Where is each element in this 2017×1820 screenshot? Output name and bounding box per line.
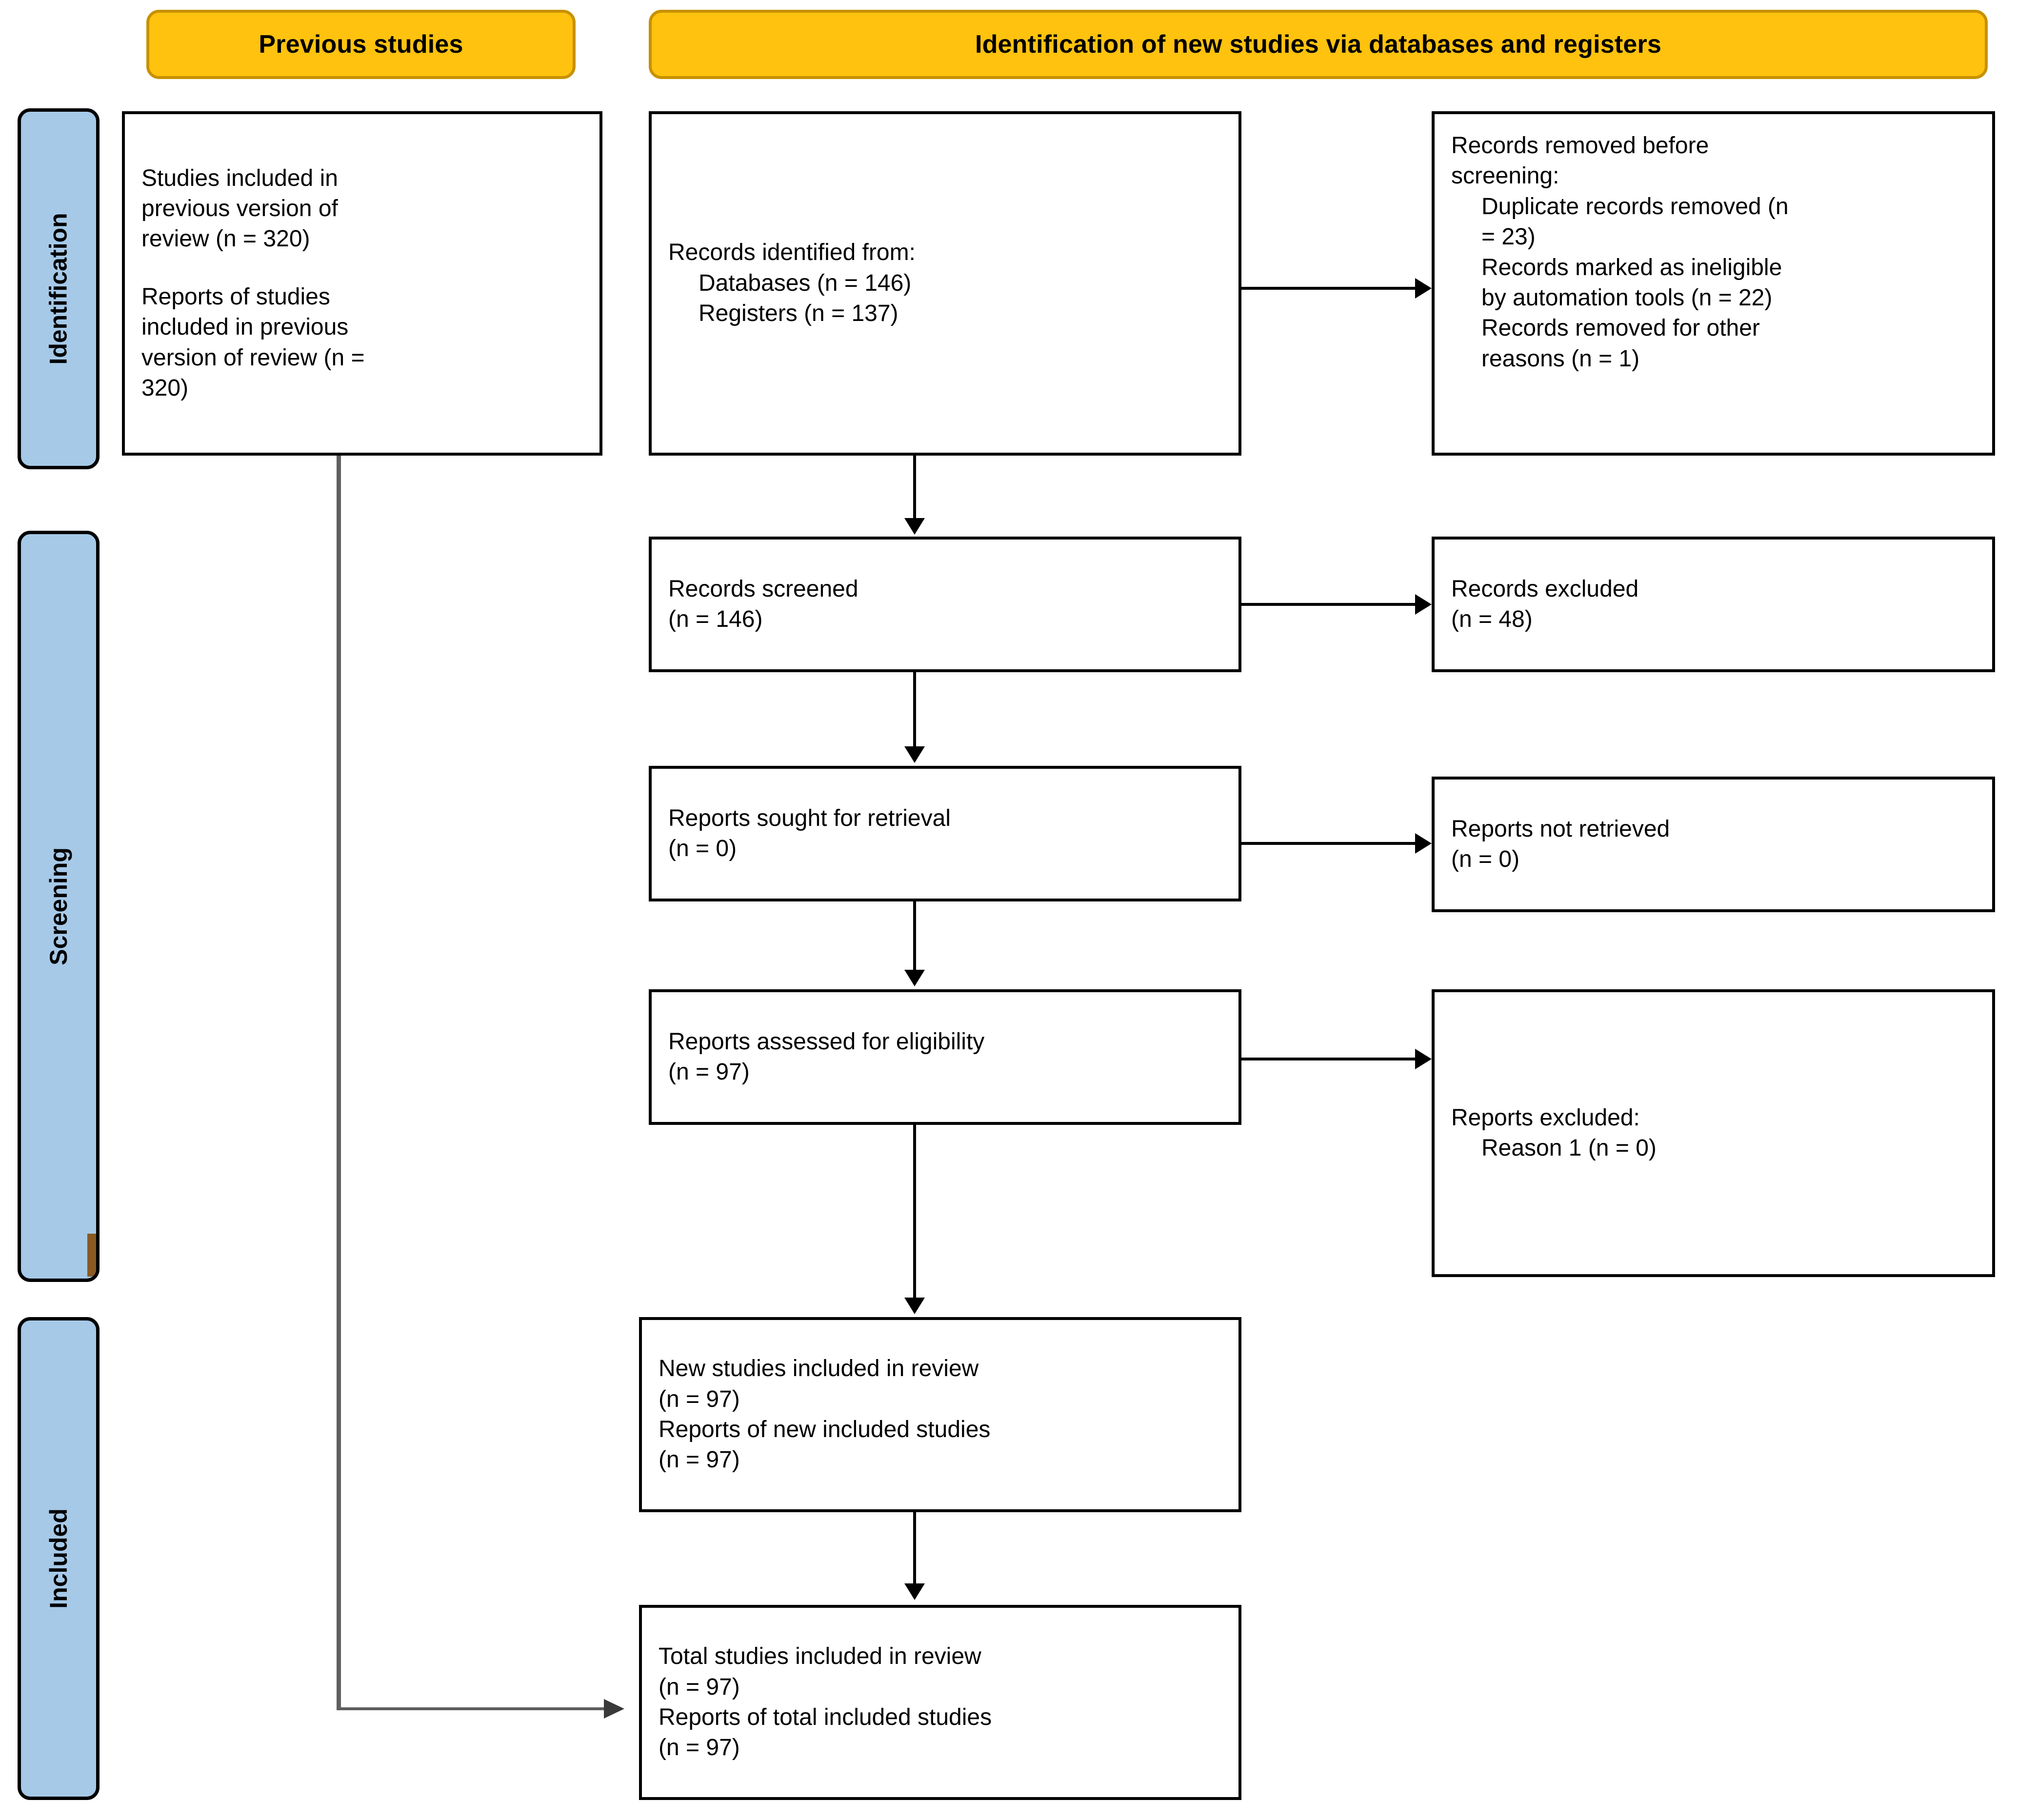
reports-sought-label: Reports sought for retrieval [668, 805, 951, 831]
box-previous-studies: Studies included in previous version of … [122, 111, 602, 456]
stage-label-screening: Screening [18, 531, 100, 1282]
stage-label-identification-text: Identification [45, 213, 73, 365]
box-records-identified: Records identified from: Databases (n = … [649, 111, 1241, 456]
previous-studies-line-6: version of review (n = [141, 344, 365, 371]
records-excluded-count: (n = 48) [1451, 606, 1533, 632]
records-removed-other-b: reasons (n = 1) [1481, 345, 1640, 372]
records-removed-duplicates-a: Duplicate records removed (n [1481, 193, 1789, 220]
arrowhead-assessed-to-new-included [904, 1298, 925, 1314]
records-identified-line-1: Records identified from: [668, 240, 916, 266]
stage-label-identification: Identification [18, 108, 100, 469]
connector-sought-to-not-retrieved [1241, 842, 1417, 845]
box-reports-excluded: Reports excluded: Reason 1 (n = 0) [1432, 989, 1995, 1277]
stage-label-included: Included [18, 1317, 100, 1800]
records-removed-line-2: screening: [1451, 161, 1976, 191]
connector-screened-to-sought [913, 672, 916, 748]
previous-studies-line-5: included in previous [141, 314, 349, 340]
connector-assessed-to-reports-excluded [1241, 1058, 1417, 1060]
box-reports-not-retrieved: Reports not retrieved (n = 0) [1432, 777, 1995, 912]
previous-studies-line-3: review (n = 320) [141, 226, 310, 252]
arrowhead-screened-to-excluded [1415, 594, 1432, 615]
banner-identification-new-studies: Identification of new studies via databa… [649, 10, 1988, 79]
connector-assessed-to-new-included [913, 1125, 916, 1300]
total-studies-included-label: Total studies included in review [659, 1643, 981, 1670]
new-studies-reports-count: (n = 97) [659, 1447, 740, 1473]
arrowhead-sought-to-assessed [904, 970, 925, 986]
previous-studies-line-4: Reports of studies [141, 283, 330, 310]
previous-studies-line-7: 320) [141, 375, 189, 401]
previous-studies-line-2: previous version of [141, 196, 338, 222]
reports-assessed-count: (n = 97) [668, 1059, 750, 1085]
connector-previous-to-total-horizontal [337, 1707, 605, 1710]
connector-identified-to-removed [1241, 287, 1417, 290]
connector-identified-to-screened [913, 456, 916, 520]
records-removed-ineligible-b: by automation tools (n = 22) [1481, 284, 1773, 311]
arrowhead-screened-to-sought [904, 746, 925, 763]
records-removed-ineligible-a: Records marked as ineligible [1481, 254, 1782, 280]
records-removed-italic-screening: screening [1451, 163, 1553, 189]
new-studies-included-count: (n = 97) [659, 1386, 740, 1412]
box-reports-sought-for-retrieval: Reports sought for retrieval (n = 0) [649, 766, 1241, 901]
reports-not-retrieved-count: (n = 0) [1451, 846, 1520, 872]
records-removed-line-1: Records removed before [1451, 131, 1976, 161]
connector-screened-to-excluded [1241, 603, 1417, 606]
reports-excluded-reason-1: Reason 1 (n = 0) [1481, 1135, 1657, 1161]
records-excluded-label: Records excluded [1451, 576, 1639, 602]
banner-previous-studies: Previous studies [146, 10, 576, 79]
new-studies-included-label: New studies included in review [659, 1356, 979, 1382]
previous-studies-line-1: Studies included in [141, 165, 338, 191]
records-identified-registers: Registers (n = 137) [699, 300, 899, 327]
arrowhead-identified-to-removed [1415, 278, 1432, 299]
box-records-excluded: Records excluded (n = 48) [1432, 537, 1995, 672]
reports-excluded-label: Reports excluded: [1451, 1104, 1640, 1131]
box-reports-assessed-for-eligibility: Reports assessed for eligibility (n = 97… [649, 989, 1241, 1125]
arrowhead-assessed-to-reports-excluded [1415, 1049, 1432, 1069]
arrowhead-identified-to-screened [904, 518, 925, 535]
connector-previous-to-total-vertical [337, 456, 341, 1710]
stage-label-included-text: Included [45, 1508, 73, 1609]
box-records-screened: Records screened (n = 146) [649, 537, 1241, 672]
previous-studies-spacer [141, 255, 583, 282]
total-studies-reports-count: (n = 97) [659, 1735, 740, 1761]
connector-sought-to-assessed [913, 901, 916, 971]
reports-not-retrieved-label: Reports not retrieved [1451, 816, 1670, 842]
total-studies-included-count: (n = 97) [659, 1674, 740, 1700]
stage-accent-marker [87, 1234, 96, 1277]
records-removed-italic-before: before [1642, 133, 1709, 159]
arrowhead-sought-to-not-retrieved [1415, 833, 1432, 854]
arrowhead-new-included-to-total [904, 1583, 925, 1600]
reports-assessed-label: Reports assessed for eligibility [668, 1028, 985, 1055]
records-removed-prefix: Records removed [1451, 133, 1643, 159]
records-removed-duplicates-b: = 23) [1481, 224, 1536, 250]
new-studies-reports-label: Reports of new included studies [659, 1417, 991, 1442]
box-new-studies-included: New studies included in review (n = 97) … [639, 1317, 1241, 1512]
stage-label-screening-text: Screening [45, 847, 72, 965]
records-identified-databases: Databases (n = 146) [699, 270, 912, 296]
total-studies-reports-label: Reports of total included studies [659, 1704, 992, 1730]
box-records-removed-before-screening: Records removed before screening: Duplic… [1432, 111, 1995, 456]
records-removed-colon: : [1553, 163, 1559, 189]
records-screened-label: Records screened [668, 576, 859, 602]
records-removed-other-a: Records removed for other [1481, 315, 1760, 341]
box-total-studies-included: Total studies included in review (n = 97… [639, 1605, 1241, 1800]
records-screened-count: (n = 146) [668, 606, 763, 632]
reports-sought-count: (n = 0) [668, 836, 737, 861]
arrowhead-previous-to-total [604, 1699, 624, 1719]
connector-new-included-to-total [913, 1512, 916, 1585]
